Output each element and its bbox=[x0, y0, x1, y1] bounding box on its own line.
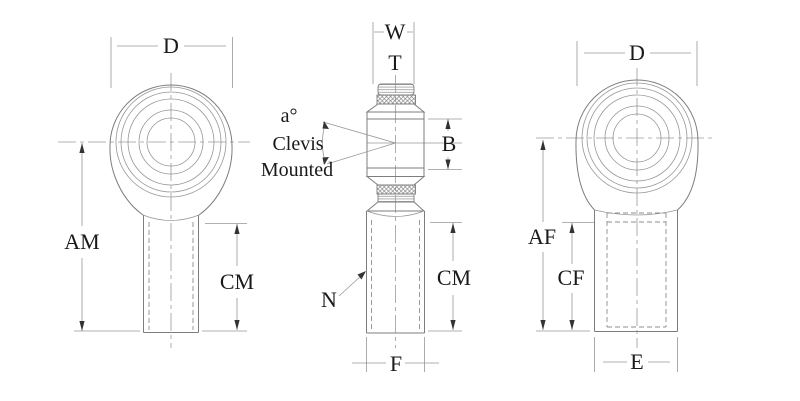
middle-angle-label: a° bbox=[281, 105, 298, 127]
middle-dim-w-label: W bbox=[385, 19, 406, 44]
right-race-circle bbox=[586, 87, 688, 189]
left-thread-hidden-lines bbox=[148, 222, 194, 330]
middle-clevis-note-line1: Clevis bbox=[272, 133, 323, 155]
left-head-outline bbox=[109, 84, 233, 216]
right-dim-d-extension-lines bbox=[576, 41, 698, 86]
left-bore-circle bbox=[146, 117, 196, 167]
middle-dim-b-extension-lines bbox=[428, 118, 462, 170]
middle-view-male-rod-end-side: W T a° Clevis Mounted B N bbox=[261, 19, 471, 376]
middle-n-label: N bbox=[321, 287, 337, 312]
left-dim-d-label: D bbox=[163, 33, 179, 58]
left-neck-arc bbox=[142, 214, 200, 221]
right-housing-circle bbox=[581, 82, 693, 194]
middle-top-thread-band bbox=[377, 83, 415, 96]
middle-shank-outline bbox=[366, 211, 425, 334]
left-dim-d-extension-lines bbox=[110, 37, 233, 88]
left-dim-cm-arrow-down bbox=[234, 320, 240, 330]
right-view-female-rod-end-front: D AF CF E bbox=[528, 40, 712, 374]
middle-dim-cm-label: CM bbox=[437, 265, 471, 290]
middle-angle-arrow-top bbox=[322, 121, 329, 129]
right-ball-circle bbox=[593, 94, 681, 182]
middle-clevis-note-line2: Mounted bbox=[261, 159, 333, 181]
left-dim-cm-arrow-up bbox=[234, 224, 240, 234]
left-dim-cm-label: CM bbox=[220, 269, 254, 294]
middle-angle-lines bbox=[322, 121, 396, 165]
right-internal-thread-hidden-lines bbox=[606, 212, 667, 328]
middle-dim-b-label: B bbox=[442, 131, 457, 156]
left-dim-am-label: AM bbox=[64, 229, 99, 254]
left-housing-circle bbox=[115, 86, 227, 198]
right-dim-cf-label: CF bbox=[558, 265, 585, 290]
left-ball-circle bbox=[127, 98, 215, 186]
middle-skirt-arc bbox=[366, 210, 425, 217]
right-dim-e-label: E bbox=[630, 349, 643, 374]
right-head-outline bbox=[575, 79, 699, 211]
right-dim-af-label: AF bbox=[528, 224, 556, 249]
left-shank-outline bbox=[143, 215, 199, 333]
right-ball-chamfer-circle bbox=[604, 105, 670, 171]
middle-dim-w-extension-lines bbox=[372, 22, 415, 84]
middle-angle-arrow-bottom bbox=[322, 157, 329, 165]
right-shank-outline bbox=[594, 210, 678, 332]
right-dim-af-arrow-down bbox=[540, 320, 546, 330]
middle-n-leader-arrow bbox=[357, 271, 366, 280]
right-dim-d-label: D bbox=[629, 40, 645, 65]
middle-thread-hidden-lines bbox=[371, 220, 420, 331]
middle-dim-cm-arrow-down bbox=[450, 320, 456, 330]
middle-dim-cm-arrow-up bbox=[450, 223, 456, 233]
middle-dim-t-label: T bbox=[388, 50, 402, 75]
left-dim-am-arrow-down bbox=[79, 321, 85, 331]
middle-dim-b-arrow-down bbox=[445, 159, 451, 170]
middle-bottom-thread-band bbox=[377, 193, 415, 203]
middle-dim-f-extension-lines bbox=[366, 337, 425, 372]
left-dim-cm-extension-lines bbox=[202, 223, 247, 332]
right-dim-e-extension-lines bbox=[594, 337, 678, 372]
right-dim-af-arrow-up bbox=[540, 140, 546, 150]
right-neck-arc bbox=[594, 209, 678, 216]
middle-n-leader-line bbox=[338, 274, 363, 297]
left-dim-am-arrow-up bbox=[79, 143, 85, 153]
left-ball-chamfer-circle bbox=[138, 109, 204, 175]
right-dim-cf-arrow-up bbox=[569, 223, 575, 233]
middle-bottom-knurl-band bbox=[376, 184, 416, 195]
middle-dim-cm-extension-lines bbox=[428, 222, 462, 332]
left-view-male-rod-end-front: D AM CM bbox=[58, 33, 254, 348]
middle-top-knurl-band bbox=[376, 94, 416, 105]
middle-dim-f-label: F bbox=[390, 351, 402, 376]
right-dim-cf-arrow-down bbox=[569, 320, 575, 330]
right-bore-circle bbox=[612, 113, 662, 163]
left-race-circle bbox=[120, 91, 222, 193]
middle-dim-b-arrow-up bbox=[445, 119, 451, 129]
